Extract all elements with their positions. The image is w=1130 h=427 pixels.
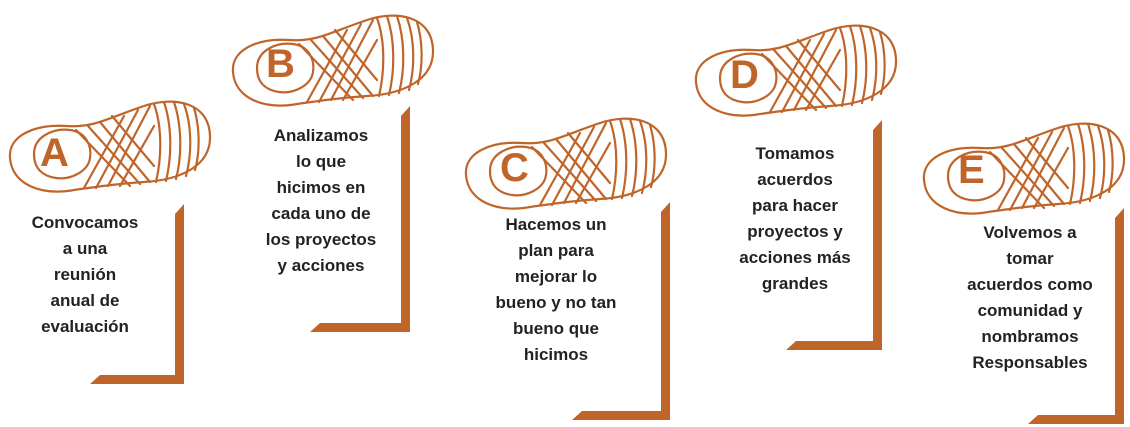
bracket-divider xyxy=(90,204,184,384)
step-letter: B xyxy=(266,42,295,86)
step-letter: A xyxy=(40,131,69,175)
step-text-line: hicimos en xyxy=(276,178,366,197)
sandal-icon xyxy=(690,20,902,130)
step-text-line: tomar xyxy=(1006,249,1054,268)
sandal-icon xyxy=(227,10,439,120)
step-text-line: mejorar lo xyxy=(514,267,598,286)
step-text-line: Convocamos xyxy=(31,213,139,232)
step-letter: D xyxy=(730,53,759,97)
step-text-line: acuerdos como xyxy=(967,275,1093,294)
step-text: Volvemos a tomar acuerdos como comunidad… xyxy=(950,220,1110,376)
step-text-line: bueno y no tan xyxy=(495,293,617,312)
step-text: Convocamos a una reunión anual de evalua… xyxy=(10,210,160,340)
step-text-line: a una xyxy=(62,239,108,258)
step-text-line: nombramos xyxy=(981,327,1079,346)
step-text-line: comunidad y xyxy=(977,301,1083,320)
bracket-divider xyxy=(310,106,410,332)
step-text-line: Analizamos xyxy=(273,126,369,145)
step-text-line: bueno que xyxy=(513,319,599,338)
step-text-line: Responsables xyxy=(972,353,1088,372)
step-text: Hacemos un plan para mejorar lo bueno y … xyxy=(476,212,636,368)
step-text-line: y acciones xyxy=(277,256,365,275)
step-text-line: proyectos y xyxy=(747,222,843,241)
step-text-line: acuerdos xyxy=(757,170,833,189)
step-text-line: Tomamos xyxy=(755,144,835,163)
step-text: Tomamos acuerdos para hacer proyectos y … xyxy=(720,141,870,297)
step-text-line: cada uno de xyxy=(271,204,371,223)
step-text: Analizamos lo que hicimos en cada uno de… xyxy=(246,123,396,279)
step-text-line: Hacemos un xyxy=(505,215,607,234)
step-letter: C xyxy=(500,146,529,190)
step-text-line: acciones más xyxy=(739,248,851,267)
bracket-divider xyxy=(1028,208,1124,424)
bracket-divider xyxy=(786,120,882,350)
step-letter: E xyxy=(958,148,985,192)
step-text-line: reunión xyxy=(53,265,117,284)
step-text-line: hicimos xyxy=(523,345,589,364)
sandal-icon xyxy=(4,96,216,206)
step-text-line: lo que xyxy=(295,152,347,171)
step-text-line: anual de xyxy=(50,291,120,310)
step-text-line: para hacer xyxy=(752,196,838,215)
step-text-line: grandes xyxy=(761,274,829,293)
step-text-line: los proyectos xyxy=(265,230,377,249)
step-text-line: plan para xyxy=(518,241,594,260)
step-text-line: evaluación xyxy=(41,317,129,336)
bracket-divider xyxy=(572,202,670,420)
step-text-line: Volvemos a xyxy=(983,223,1077,242)
sandal-icon xyxy=(460,113,672,223)
sandal-icon xyxy=(918,118,1130,228)
